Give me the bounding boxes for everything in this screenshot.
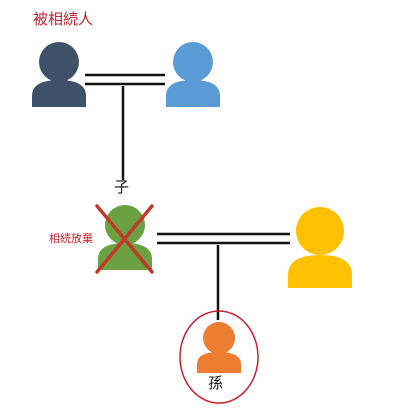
child-spouse-person-icon — [288, 207, 352, 288]
renounced-label: 相続放棄 — [49, 232, 93, 245]
grandchild-person-icon — [197, 322, 241, 373]
renounced-cross-mark — [95, 204, 154, 274]
grandchild-label: 孫 — [208, 374, 224, 392]
marriage-line-child-spouse — [157, 232, 290, 245]
child-person-icon — [98, 205, 152, 270]
decedent-person-icon — [32, 42, 86, 107]
decedent-label: 被相続人 — [33, 10, 94, 28]
child-label: 子 — [114, 178, 130, 196]
grandchild-highlight-ring — [179, 310, 259, 404]
marriage-line-decedent-spouse — [85, 73, 165, 86]
spouse-person-icon — [166, 42, 220, 107]
